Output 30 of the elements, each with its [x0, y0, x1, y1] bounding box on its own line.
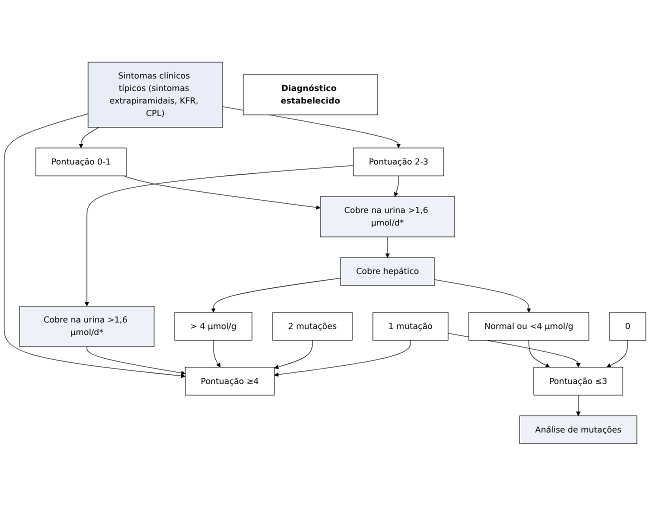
node-box: Pontuação 0-1: [36, 147, 126, 176]
node-box: Cobre hepático: [340, 256, 435, 286]
arrow: [213, 340, 221, 367]
arrow: [528, 340, 550, 367]
arrow: [86, 346, 186, 375]
node-box: 2 mutações: [272, 312, 352, 340]
node-box: Sintomas clínicos típicos (sintomas extrapiramidais, KFR, CPL): [88, 61, 223, 128]
node-box: Análise de mutações: [519, 415, 638, 444]
node-box: Pontuação ≤3: [533, 366, 624, 395]
arrow: [84, 164, 354, 306]
node-box: Diagnóstico estabelecido: [242, 74, 378, 115]
arrow: [394, 175, 399, 196]
node-box: Cobre na urina >1,6 µmol/d*: [19, 306, 154, 346]
node-box: Normal ou <4 µmol/g: [468, 312, 590, 340]
arrow: [434, 278, 532, 312]
node-box: 0: [609, 312, 646, 340]
arrow: [606, 340, 628, 367]
node-box: 1 mutação: [372, 312, 448, 340]
node-box: > 4 µmol/g: [174, 312, 252, 340]
arrow: [211, 277, 341, 312]
node-box: Pontuação ≥4: [185, 366, 275, 395]
arrow: [78, 126, 100, 148]
node-box: Pontuação 2-3: [353, 147, 444, 176]
node-box: Cobre na urina >1,6 µmol/d*: [320, 196, 455, 237]
arrow: [274, 340, 313, 369]
arrow: [576, 394, 581, 416]
arrow: [385, 236, 390, 258]
arrow: [274, 340, 411, 376]
arrow: [4, 113, 186, 378]
arrow: [123, 175, 320, 210]
